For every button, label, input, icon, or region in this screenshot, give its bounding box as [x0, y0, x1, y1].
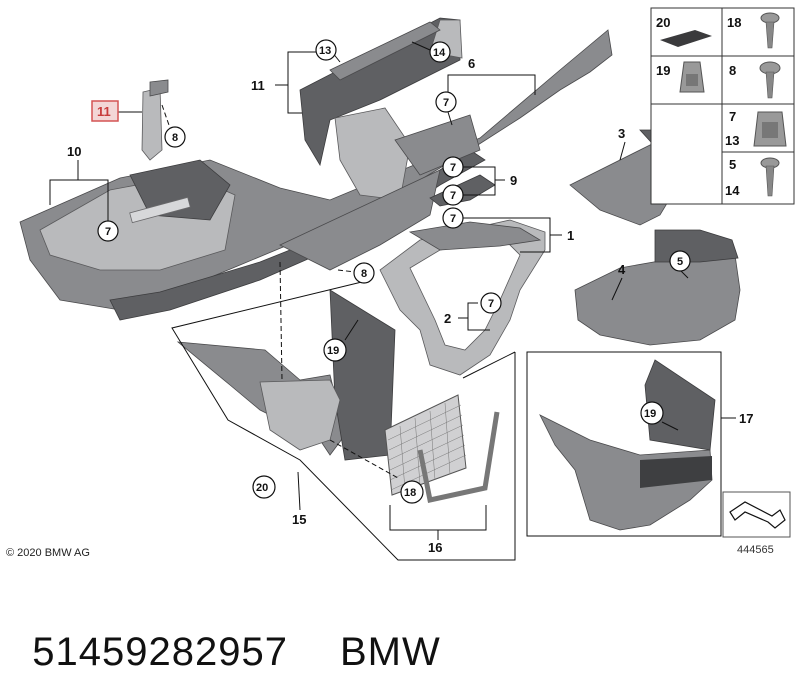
copyright-notice: © 2020 BMW AG — [6, 547, 90, 559]
reference-symbol — [722, 491, 791, 538]
legend-13-label: 13 — [725, 133, 739, 148]
clip-7-13-icon — [753, 111, 787, 147]
svg-text:19: 19 — [644, 408, 656, 420]
circle-8-a[interactable]: 8 — [164, 126, 186, 148]
part-17-box — [526, 351, 722, 537]
callout-1[interactable]: 1 — [567, 228, 574, 243]
legend-5-label: 5 — [729, 157, 736, 172]
circle-7-f[interactable]: 7 — [480, 292, 502, 314]
legend-18-label: 18 — [727, 15, 741, 30]
circle-8-b[interactable]: 8 — [353, 262, 375, 284]
brand-name: BMW — [339, 630, 441, 674]
svg-text:13: 13 — [319, 45, 331, 57]
legend-8-label: 8 — [729, 63, 736, 78]
part-number-footer: 51459282957 BMW — [8, 585, 441, 674]
circle-7-c[interactable]: 7 — [442, 156, 464, 178]
callout-17[interactable]: 17 — [739, 411, 753, 426]
circle-19-a[interactable]: 19 — [323, 338, 347, 362]
highlight-box-11 — [91, 100, 119, 122]
circle-20[interactable]: 20 — [252, 475, 276, 499]
circle-7-a[interactable]: 7 — [435, 91, 457, 113]
svg-text:7: 7 — [488, 298, 494, 310]
circled-callouts: 13 14 7 8 7 7 7 7 8 7 5 19 19 20 18 — [97, 39, 691, 504]
screw-8-icon — [759, 61, 781, 99]
legend-7-label: 7 — [729, 109, 736, 124]
svg-text:18: 18 — [404, 487, 416, 499]
svg-text:8: 8 — [172, 132, 178, 144]
lower-trim-panel-15-illustration — [176, 289, 396, 461]
svg-text:7: 7 — [450, 190, 456, 202]
callout-4[interactable]: 4 — [618, 262, 626, 277]
bracket-11-illustration — [141, 79, 169, 161]
svg-text:20: 20 — [256, 482, 268, 494]
legend-14-label: 14 — [725, 183, 740, 198]
callout-15[interactable]: 15 — [292, 512, 306, 527]
callout-2[interactable]: 2 — [444, 311, 451, 326]
callout-6[interactable]: 6 — [468, 56, 475, 71]
circle-7-d[interactable]: 7 — [442, 184, 464, 206]
leader-lines — [49, 41, 736, 540]
circle-7-b[interactable]: 7 — [97, 220, 119, 242]
knee-panel-illustration — [279, 169, 441, 271]
svg-text:5: 5 — [677, 256, 683, 268]
callout-3[interactable]: 3 — [618, 126, 625, 141]
callout-12[interactable]: 11 — [251, 78, 265, 93]
legend-20-label: 20 — [656, 15, 670, 30]
screw-18-icon — [760, 12, 780, 49]
svg-text:8: 8 — [361, 268, 367, 280]
dashboard-carrier-illustration — [19, 29, 613, 321]
fastener-legend: 20 18 19 8 7 13 5 14 — [650, 7, 795, 205]
svg-text:7: 7 — [105, 226, 111, 238]
svg-text:19: 19 — [327, 345, 339, 357]
circle-14[interactable]: 14 — [429, 41, 451, 63]
screw-5-14-icon — [760, 157, 780, 197]
legend-19-label: 19 — [656, 63, 670, 78]
part-15-box — [171, 279, 516, 561]
svg-text:7: 7 — [450, 213, 456, 225]
callout-11[interactable]: 11 — [97, 104, 111, 119]
circle-13[interactable]: 13 — [315, 39, 337, 61]
lower-trim-panel-17-illustration — [539, 359, 716, 531]
callout-16[interactable]: 16 — [428, 540, 442, 555]
circle-7-e[interactable]: 7 — [442, 207, 464, 229]
storage-net-16-illustration — [384, 394, 500, 503]
svg-text:7: 7 — [450, 162, 456, 174]
instrument-frame-illustration — [379, 219, 546, 376]
steering-cover-lower-illustration — [574, 229, 741, 346]
circle-5[interactable]: 5 — [669, 250, 691, 272]
svg-text:7: 7 — [443, 97, 449, 109]
callouts: 11 11 6 10 9 1 2 3 4 17 15 16 — [67, 56, 753, 555]
callout-9[interactable]: 9 — [510, 173, 517, 188]
part-number: 51459282957 — [32, 630, 288, 674]
upper-cover-panel-illustration — [299, 17, 463, 167]
svg-text:14: 14 — [433, 47, 446, 59]
circle-18[interactable]: 18 — [400, 480, 424, 504]
adhesive-pad-icon — [660, 30, 712, 47]
circle-19-b[interactable]: 19 — [640, 401, 664, 425]
reference-number: 444565 — [737, 544, 774, 556]
center-bracket-illustration — [334, 107, 481, 201]
callout-10[interactable]: 10 — [67, 144, 81, 159]
clip-19-icon — [679, 61, 705, 93]
